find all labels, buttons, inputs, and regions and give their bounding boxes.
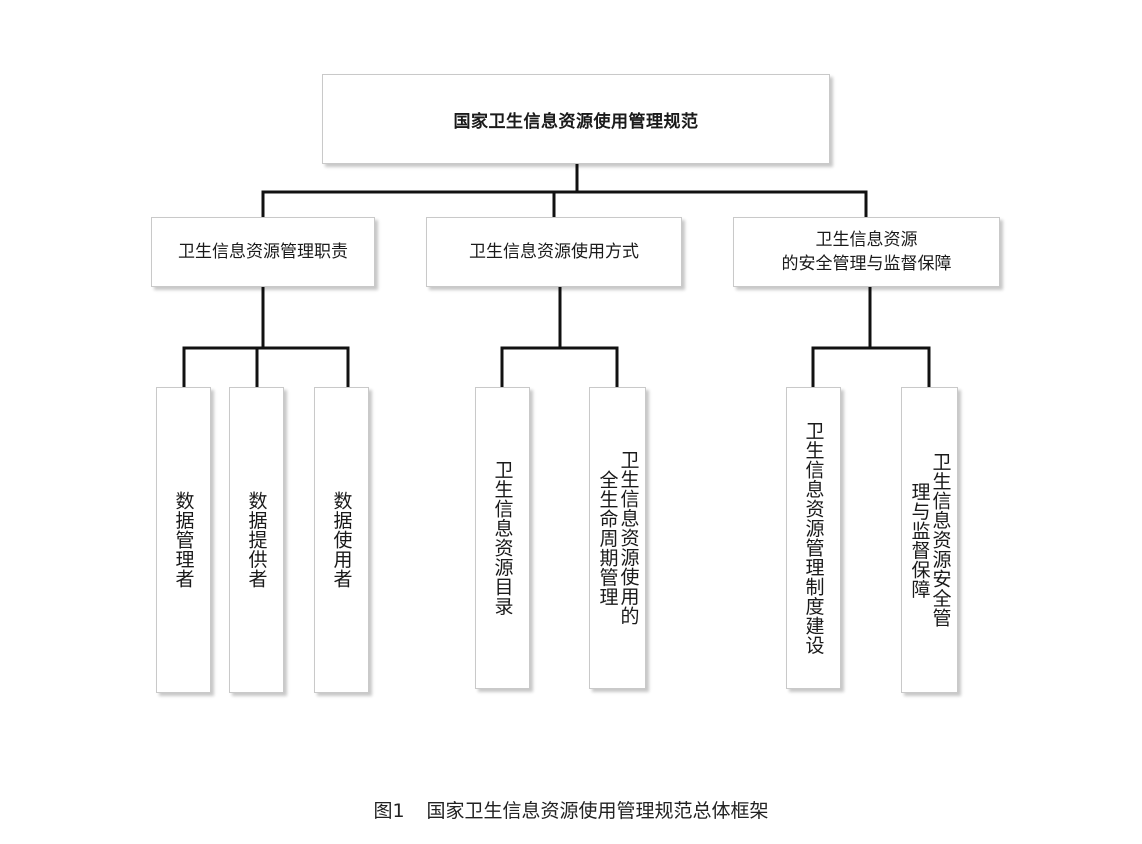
leaf-node-data-manager: 数据管理者 <box>156 387 211 693</box>
figure-caption: 图1 国家卫生信息资源使用管理规范总体框架 <box>0 796 1142 823</box>
leaf-node-data-user: 数据使用者 <box>314 387 369 693</box>
root-node: 国家卫生信息资源使用管理规范 <box>322 74 830 164</box>
leaf-label: 卫生信息资源安全管 理与监督保障 <box>908 452 952 628</box>
figure-number: 图1 <box>373 800 405 822</box>
branch-node-usage-methods: 卫生信息资源使用方式 <box>426 217 682 287</box>
leaf-node-lifecycle-management: 卫生信息资源使用的 全生命周期管理 <box>589 387 646 689</box>
leaf-node-resource-catalog: 卫生信息资源目录 <box>475 387 530 689</box>
branch-label: 卫生信息资源管理职责 <box>178 242 348 262</box>
leaf-node-data-provider: 数据提供者 <box>229 387 284 693</box>
leaf-node-security-supervision: 卫生信息资源安全管 理与监督保障 <box>901 387 958 693</box>
branch-node-management-duties: 卫生信息资源管理职责 <box>151 217 375 287</box>
leaf-label: 数据使用者 <box>330 491 353 589</box>
branch-node-security-supervision: 卫生信息资源 的安全管理与监督保障 <box>733 217 1000 287</box>
leaf-label: 数据管理者 <box>172 491 195 589</box>
branch-label: 卫生信息资源使用方式 <box>469 242 639 262</box>
leaf-label: 卫生信息资源目录 <box>491 460 514 616</box>
branch-label: 卫生信息资源 的安全管理与监督保障 <box>781 230 952 274</box>
leaf-node-system-construction: 卫生信息资源管理制度建设 <box>786 387 841 689</box>
root-label: 国家卫生信息资源使用管理规范 <box>453 111 699 132</box>
leaf-label: 卫生信息资源使用的 全生命周期管理 <box>596 450 640 626</box>
leaf-label: 卫生信息资源管理制度建设 <box>802 421 825 655</box>
leaf-label: 数据提供者 <box>245 491 268 589</box>
figure-title: 国家卫生信息资源使用管理规范总体框架 <box>426 800 769 822</box>
